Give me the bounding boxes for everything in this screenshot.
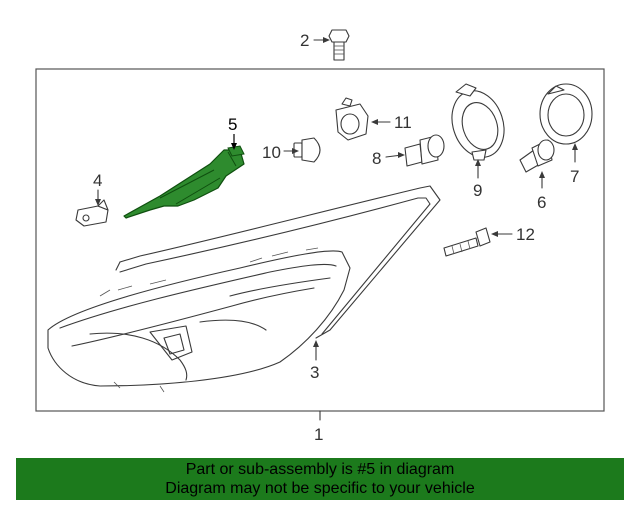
part-4-clip[interactable] bbox=[75, 199, 109, 227]
callout-7: 7 bbox=[570, 167, 579, 186]
part-6-bulb[interactable] bbox=[519, 139, 555, 173]
callout-12: 12 bbox=[516, 225, 535, 244]
parts-diagram: 1 2 3 4 5 6 7 8 9 10 11 12 bbox=[35, 29, 605, 444]
callout-4: 4 bbox=[93, 171, 102, 190]
part-1-headlamp-assembly[interactable] bbox=[47, 247, 351, 393]
callout-8: 8 bbox=[372, 149, 381, 168]
callout-9: 9 bbox=[473, 181, 482, 200]
callout-2: 2 bbox=[300, 31, 309, 50]
part-10-bulb[interactable] bbox=[293, 137, 321, 163]
notice-line-2: Diagram may not be specific to your vehi… bbox=[165, 480, 475, 497]
notice-banner: Part or sub-assembly is #5 in diagram Di… bbox=[16, 458, 624, 500]
part-5-bracket-highlighted[interactable] bbox=[123, 145, 245, 219]
part-11-socket[interactable] bbox=[335, 97, 369, 141]
notice-line-1: Part or sub-assembly is #5 in diagram bbox=[185, 461, 455, 478]
callout-10: 10 bbox=[262, 143, 281, 162]
part-2-bolt[interactable] bbox=[328, 29, 350, 61]
callout-1: 1 bbox=[314, 425, 323, 444]
callout-6: 6 bbox=[537, 193, 546, 212]
callout-11: 11 bbox=[394, 113, 412, 132]
part-8-bulb[interactable] bbox=[404, 134, 445, 167]
part-7-cap[interactable] bbox=[539, 83, 593, 145]
callout-3: 3 bbox=[310, 363, 319, 382]
callout-5: 5 bbox=[228, 115, 237, 134]
leader-lines bbox=[95, 37, 578, 421]
part-3-trim-strip[interactable] bbox=[115, 185, 441, 339]
part-12-screw[interactable] bbox=[443, 227, 491, 257]
part-9-cap[interactable] bbox=[444, 83, 513, 164]
